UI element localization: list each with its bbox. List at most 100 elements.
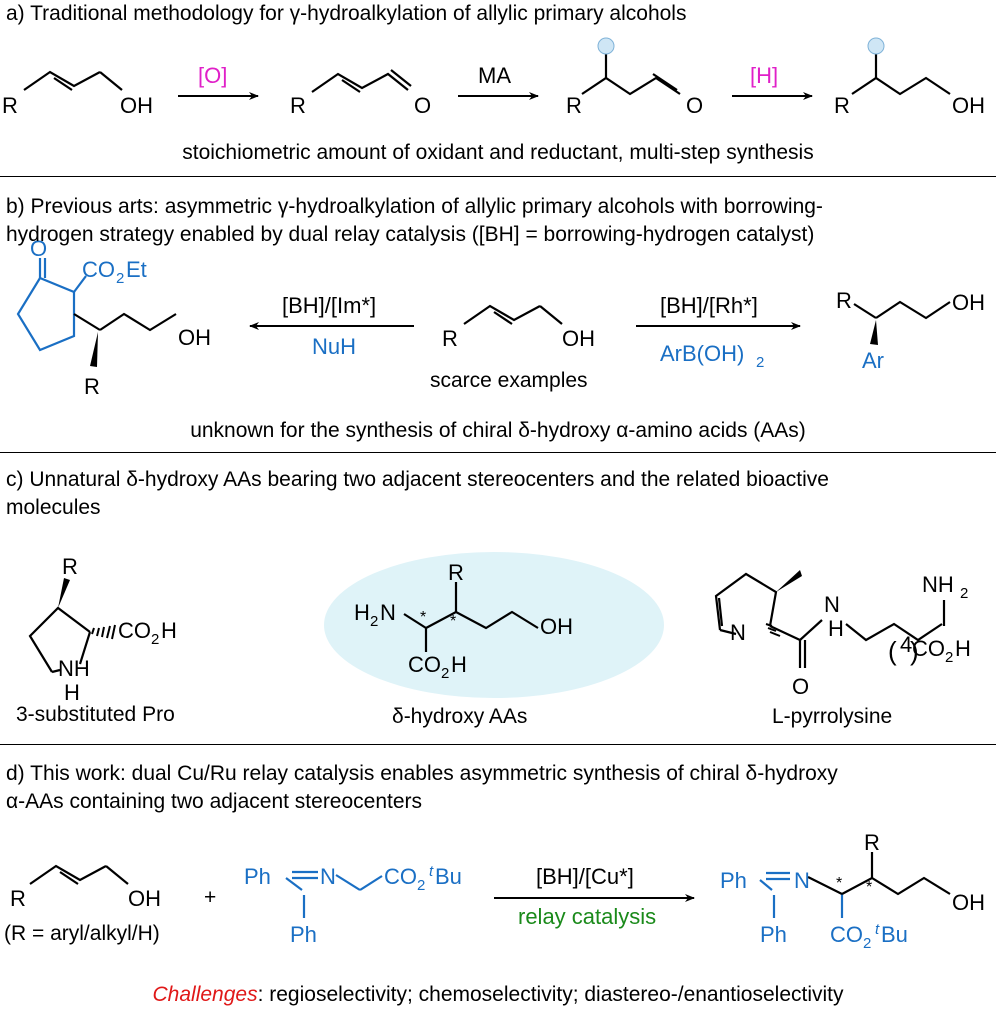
b-right-oh: OH (952, 290, 985, 315)
a-reagent-1: [O] (198, 63, 227, 88)
a-reagent-2: MA (478, 63, 511, 88)
a-allylic-alcohol (23, 70, 123, 91)
c-pyl-4: 4 (900, 632, 912, 657)
d-allylic-alcohol (29, 864, 129, 885)
c-delta-aa (403, 582, 539, 652)
c-pyl-n: N (730, 620, 746, 645)
d-r-definition: (R = aryl/alkyl/H) (4, 922, 160, 945)
c-pro-wedge (58, 578, 70, 608)
b-co2et-et: Et (126, 257, 147, 282)
a-product (851, 52, 951, 96)
a-enal-r: R (290, 93, 306, 118)
d-co2-co: CO (384, 864, 417, 889)
c-pyrrolysine (714, 572, 946, 668)
a-group-ball-2 (867, 37, 885, 55)
c-pyl-nh2-2: 2 (960, 585, 968, 602)
c-pyl-co-h: H (955, 636, 971, 661)
a-enal (311, 69, 412, 93)
d-prod-co: CO (830, 922, 863, 947)
c-pyl-wedge (776, 570, 802, 592)
challenges-label: Challenges (152, 983, 258, 1006)
section-d-title-1: d) This work: dual Cu/Ru relay catalysis… (6, 762, 838, 785)
b-ketoester-chain (73, 312, 177, 332)
c-pro-hash (91, 624, 116, 640)
section-c-title-1: c) Unnatural δ-hydroxy AAs bearing two a… (6, 468, 829, 491)
c-aa-r: R (448, 560, 464, 585)
c-aa-oh: OH (540, 614, 573, 639)
c-pro-h2: H (64, 680, 80, 705)
b-left-reagent: NuH (312, 334, 356, 359)
d-plus: + (204, 886, 217, 909)
a-prod-r: R (834, 93, 850, 118)
divider-c (0, 744, 996, 745)
b-ketone-o: O (30, 236, 47, 261)
d-ph-1: Ph (244, 864, 271, 889)
a-group-ball-1 (597, 37, 615, 55)
c-pyl-o: O (792, 674, 809, 699)
c-pro-nh: NH (58, 656, 90, 681)
section-b-title-2: hydrogen strategy enabled by dual relay … (6, 223, 815, 246)
c-caption-left: 3-substituted Pro (16, 703, 175, 726)
d-ph-2: Ph (290, 922, 317, 947)
c-h2n-n: N (380, 600, 396, 625)
b-right-reagent: ArB(OH) (660, 341, 744, 366)
d-prod-ph-1: Ph (720, 868, 747, 893)
a-reagent-3: [H] (750, 63, 778, 88)
b-right-catalyst: [BH]/[Rh*] (660, 293, 758, 318)
b-right-product (853, 300, 951, 320)
c-h2n-2: 2 (370, 613, 378, 630)
c-pro-h: H (161, 618, 177, 643)
b-right-ar: Ar (862, 348, 884, 373)
section-a-note: stoichiometric amount of oxidant and red… (0, 140, 996, 166)
a-aldehyde (581, 52, 681, 96)
b-wedge-1 (90, 332, 98, 367)
c-star-1: * (420, 609, 426, 626)
a-ald-r: R (566, 93, 582, 118)
d-prod-ph-2: Ph (760, 922, 787, 947)
d-catalyst: [BH]/[Cu*] (536, 864, 634, 889)
c-pyl-hash (765, 623, 781, 637)
b-allylic-alcohol (463, 304, 563, 325)
d-prod-n: N (794, 868, 810, 893)
b-co2et-2: 2 (116, 270, 124, 287)
challenges-text: : regioselectivity; chemoselectivity; di… (257, 983, 844, 1006)
b-wedge-2 (870, 320, 878, 345)
c-pyl-paren-r: ) (910, 636, 919, 666)
d-co2-t: t (429, 863, 434, 880)
a-r-label: R (2, 93, 18, 118)
c-caption-right: L-pyrrolysine (772, 705, 893, 728)
c-pyl-paren-l: ( (888, 636, 897, 666)
d-prod-bu: Bu (881, 922, 908, 947)
b-left-oh: OH (178, 325, 211, 350)
c-pro-r: R (62, 554, 78, 579)
d-imine-n: N (320, 864, 336, 889)
a-oh-label: OH (120, 93, 153, 118)
c-pyl-co: CO (912, 636, 945, 661)
section-a-title: a) Traditional methodology for γ-hydroal… (6, 2, 687, 25)
c-pyl-nh-h: H (828, 616, 844, 641)
section-d-title-2: α-AAs containing two adjacent stereocent… (6, 790, 423, 813)
divider-b (0, 452, 996, 453)
section-b-title-1: b) Previous arts: asymmetric γ-hydroalky… (6, 195, 823, 218)
section-a-note-text: stoichiometric amount of oxidant and red… (182, 141, 814, 164)
c-star-2: * (450, 613, 456, 630)
d-r: R (10, 886, 26, 911)
d-prod-2: 2 (863, 935, 871, 952)
d-prod-oh: OH (952, 890, 985, 915)
a-enal-o: O (414, 93, 431, 118)
d-imine (285, 870, 383, 918)
b-right-r: R (836, 288, 852, 313)
divider-a (0, 176, 996, 177)
b-center-r: R (442, 326, 458, 351)
b-center-oh: OH (562, 326, 595, 351)
b-co2et-co: CO (82, 257, 115, 282)
d-co2-bu: Bu (435, 864, 462, 889)
c-aa-co: CO (408, 652, 441, 677)
c-aa-h: H (451, 652, 467, 677)
c-pro-co: CO (118, 618, 151, 643)
d-co2-2: 2 (417, 877, 425, 894)
section-b-note-text: unknown for the synthesis of chiral δ-hy… (190, 419, 806, 442)
c-proline (28, 606, 92, 674)
d-product-blue (759, 871, 844, 918)
